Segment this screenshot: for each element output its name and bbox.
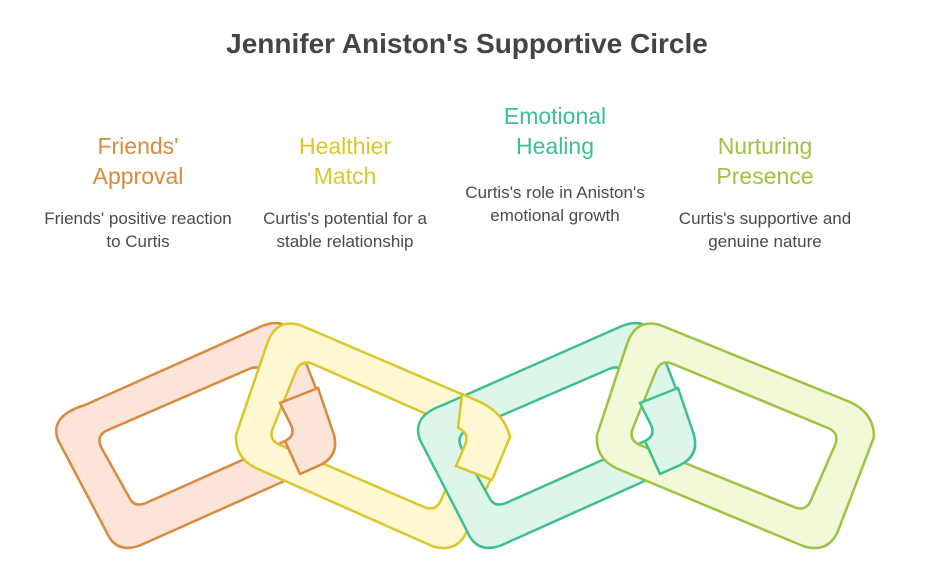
item-title-line: Match — [313, 163, 377, 189]
item-description: Curtis's potential for a stable relation… — [263, 209, 427, 251]
item-title-line: Approval — [92, 163, 184, 189]
item-description: Curtis's supportive and genuine nature — [678, 209, 852, 251]
item-title: Emotional Healing — [455, 101, 655, 161]
chain-interlock-2 — [454, 392, 512, 482]
item-description: Friends' positive reaction to Curtis — [44, 209, 232, 251]
item-title-line: Healthier — [298, 133, 392, 159]
chain-link-nurturing — [595, 322, 876, 550]
item-title: Nurturing Presence — [665, 131, 865, 191]
item-title-line: Friends' — [97, 133, 179, 159]
item-nurturing-presence: Nurturing Presence Curtis's supportive a… — [665, 131, 865, 253]
item-title-line: Nurturing — [717, 133, 813, 159]
item-title-line: Healing — [516, 133, 594, 159]
item-title-line: Presence — [716, 163, 814, 189]
chain-interlock-1 — [278, 386, 337, 476]
item-title: Healthier Match — [245, 131, 445, 191]
item-friends-approval: Friends' Approval Friends' positive reac… — [38, 131, 238, 253]
item-emotional-healing: Emotional Healing Curtis's role in Anist… — [455, 101, 655, 227]
diagram-title: Jennifer Aniston's Supportive Circle — [226, 28, 708, 59]
item-description: Curtis's role in Aniston's emotional gro… — [465, 183, 645, 225]
item-healthier-match: Healthier Match Curtis's potential for a… — [245, 131, 445, 253]
chain-interlock-3 — [638, 386, 697, 476]
item-title: Friends' Approval — [38, 131, 238, 191]
item-title-line: Emotional — [503, 103, 607, 129]
